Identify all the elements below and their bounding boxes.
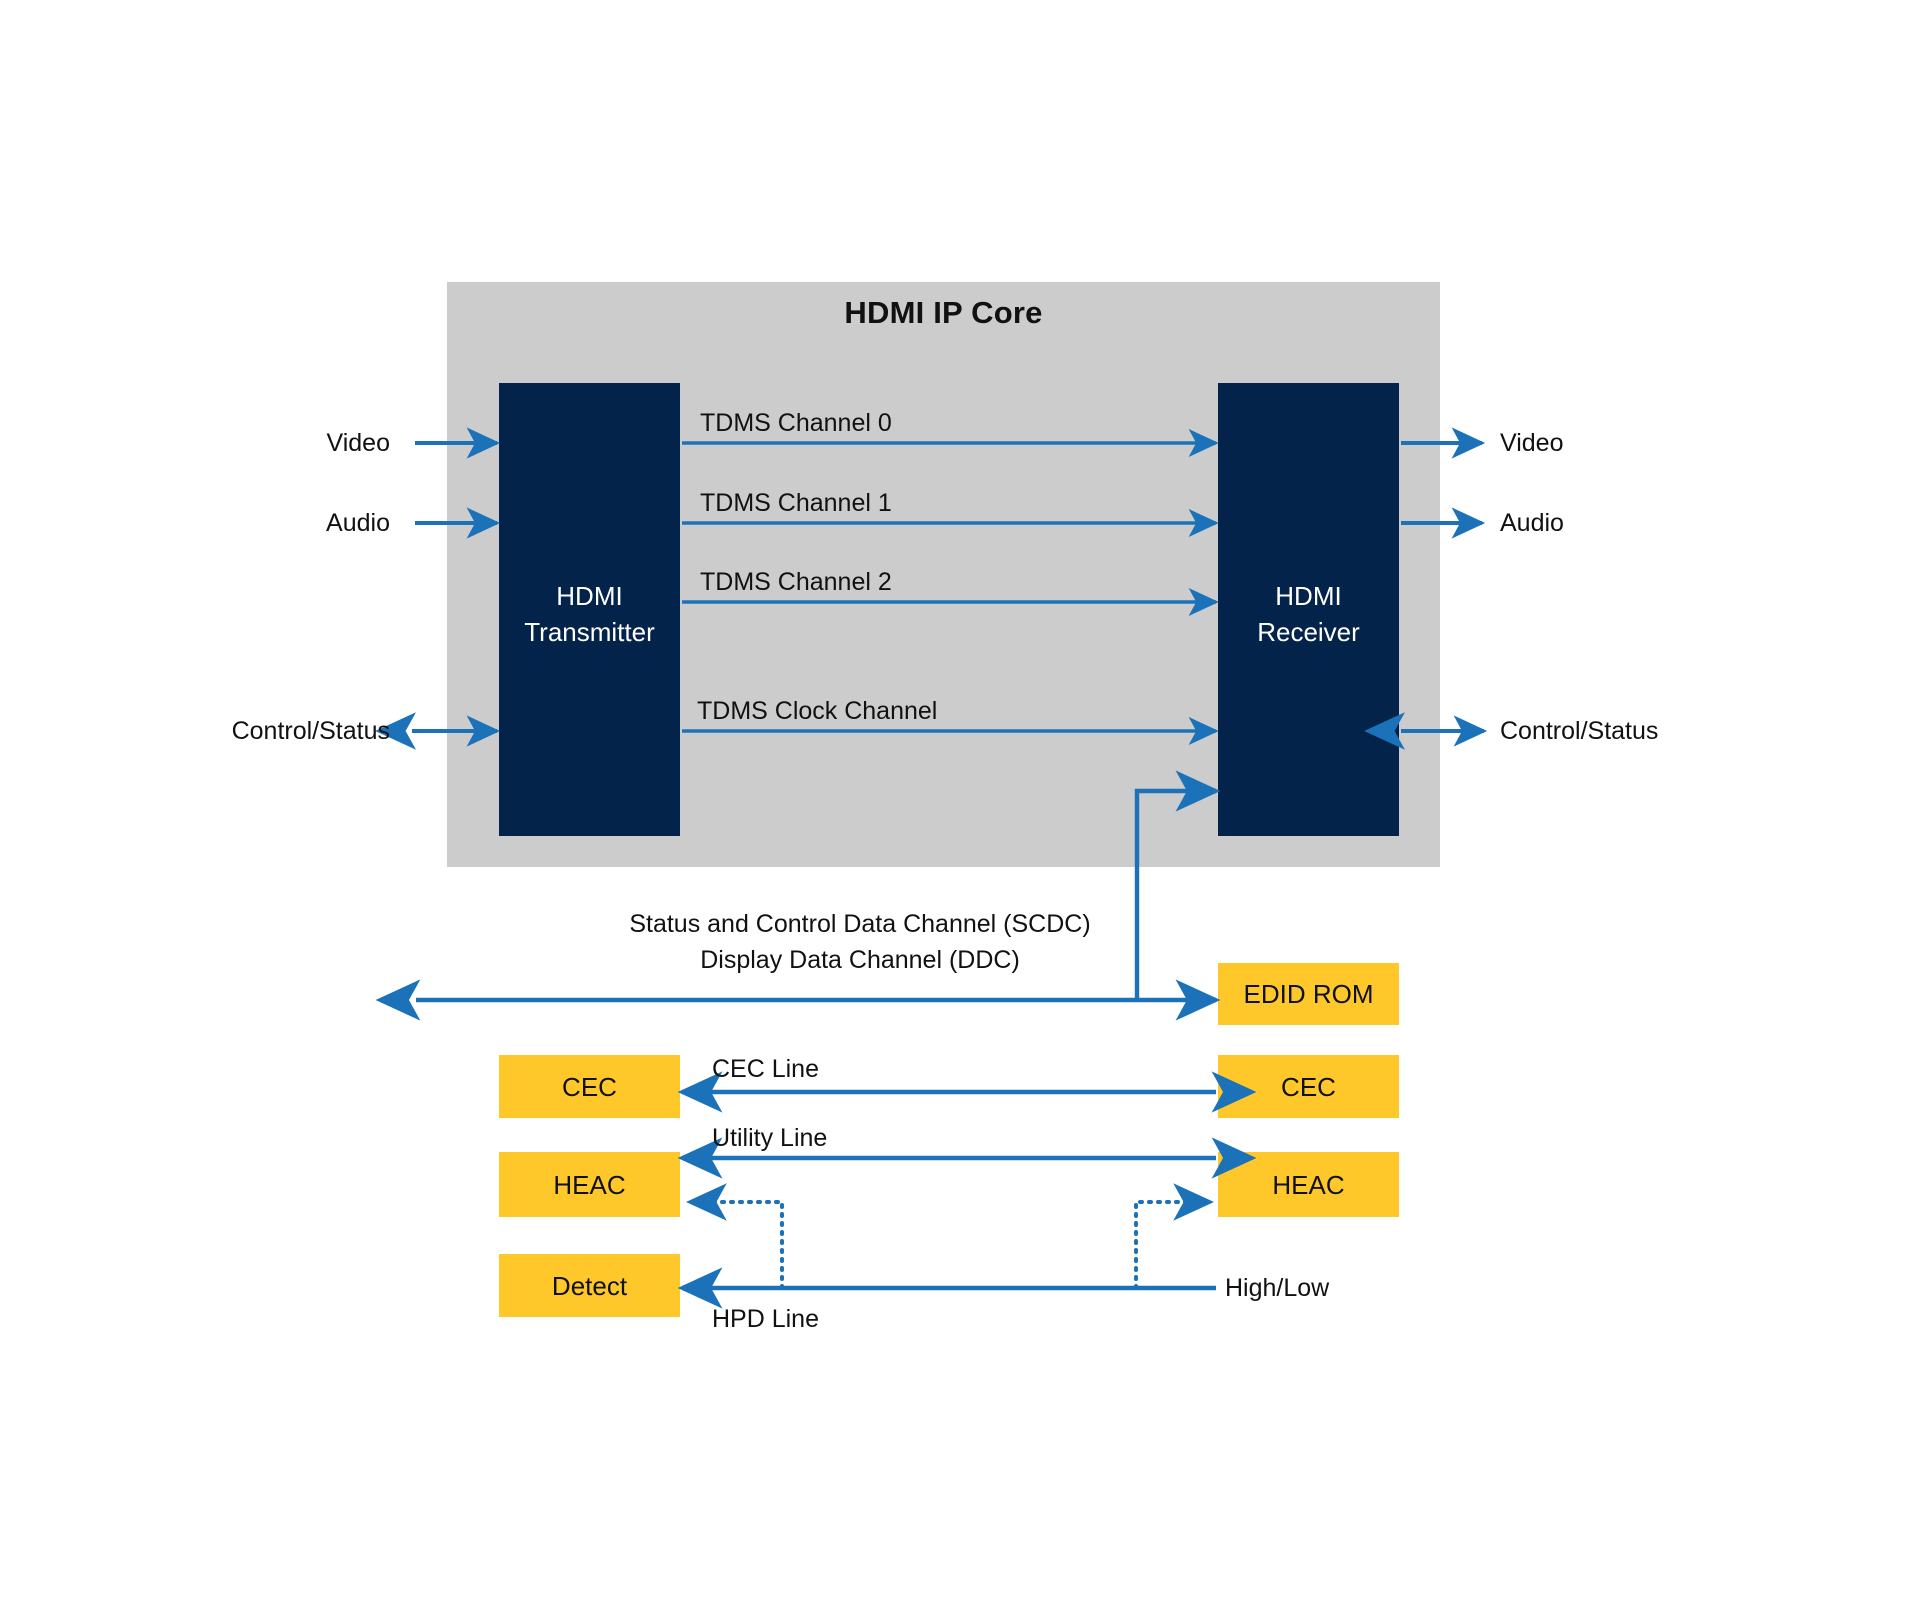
cec-right-label: CEC <box>1281 1071 1336 1102</box>
heac-left-label: HEAC <box>553 1169 626 1200</box>
hpd-line-label: HPD Line <box>712 1305 819 1333</box>
transmitter-label-line1: HDMI <box>556 581 623 611</box>
transmitter-label-line2: Transmitter <box>524 617 655 647</box>
port-label-control-status-out: Control/Status <box>1500 717 1659 745</box>
channel-label-tdms-2: TDMS Channel 2 <box>700 568 892 596</box>
heac-left-block: HEAC <box>499 1152 680 1217</box>
receiver-label-line2: Receiver <box>1257 617 1360 647</box>
channel-label-tdms-clock: TDMS Clock Channel <box>697 697 938 725</box>
page-title: HDMI IP Core <box>844 295 1043 330</box>
utility-line-label: Utility Line <box>712 1124 828 1152</box>
cec-line-label: CEC Line <box>712 1055 819 1083</box>
detect-label: Detect <box>551 1270 628 1301</box>
channel-label-tdms-0: TDMS Channel 0 <box>700 409 892 437</box>
wire-hpd-tap-left <box>685 1183 784 1290</box>
port-label-video-out: Video <box>1500 429 1564 457</box>
scdc-label-line2: Display Data Channel (DDC) <box>700 946 1020 974</box>
edid-rom-label: EDID ROM <box>1243 979 1374 1009</box>
edid-rom-block: EDID ROM <box>1218 963 1399 1025</box>
port-label-video-in: Video <box>326 429 391 457</box>
port-label-audio-in: Audio <box>326 509 390 537</box>
detect-block: Detect <box>499 1254 680 1317</box>
cec-left-block: CEC <box>499 1055 680 1118</box>
port-label-audio-out: Audio <box>1500 509 1564 537</box>
scdc-label-line1: Status and Control Data Channel (SCDC) <box>629 910 1091 938</box>
heac-right-label: HEAC <box>1272 1169 1345 1200</box>
port-label-control-status-in: Control/Status <box>231 717 390 745</box>
channel-label-tdms-1: TDMS Channel 1 <box>700 489 892 517</box>
hdmi-transmitter-block: HDMI Transmitter <box>499 383 680 836</box>
high-low-label: High/Low <box>1225 1274 1330 1302</box>
receiver-label-line1: HDMI <box>1275 581 1342 611</box>
cec-left-label: CEC <box>562 1071 617 1102</box>
wire-scdc-ddc-branch <box>1134 770 1221 1000</box>
hdmi-receiver-block: HDMI Receiver <box>1218 383 1399 836</box>
wire-hpd-tap-right <box>1134 1183 1215 1290</box>
